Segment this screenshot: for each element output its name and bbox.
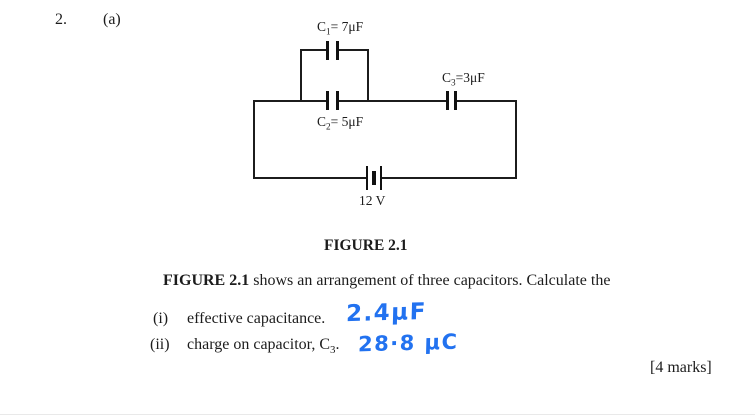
figure-caption: FIGURE 2.1 (324, 237, 408, 254)
item-i-handwritten-answer: 2.4μF (345, 298, 428, 328)
question-part-label: (a) (103, 11, 121, 28)
battery-plate-long-left (366, 166, 368, 190)
capacitor-c1-plate-right (336, 41, 339, 60)
intro-paragraph: FIGURE 2.1 shows an arrangement of three… (163, 272, 610, 290)
capacitor-c2-plate-left (326, 91, 329, 110)
capacitor-c3-plate-right (454, 91, 457, 110)
intro-text: shows an arrangement of three capacitors… (249, 272, 611, 289)
item-i-text: effective capacitance. (187, 310, 326, 327)
circuit-diagram: C1= 7μF C3=3μF C2= 5μF 12 V (253, 19, 517, 208)
capacitor-c2-label: C2= 5μF (317, 114, 364, 132)
wire-middle-1 (253, 100, 326, 102)
wire-bottom-right (382, 177, 517, 179)
item-ii-handwritten-answer: 28·8 μC (357, 329, 459, 357)
capacitor-c3-plate-left (446, 91, 449, 110)
capacitor-c1-plate-left (326, 41, 329, 60)
capacitor-c3-label: C3=3μF (442, 70, 485, 88)
capacitor-c2-plate-right (336, 91, 339, 110)
battery-plate-long-right (380, 166, 382, 190)
wire-bottom-left (253, 177, 366, 179)
wire-top-left (300, 49, 327, 51)
question-number: 2. (55, 11, 67, 28)
wire-branch-left (300, 49, 302, 102)
wire-middle-2 (339, 100, 446, 102)
item-ii-number: (ii) (150, 336, 170, 353)
battery-voltage-label: 12 V (359, 193, 386, 208)
wire-top-right (339, 49, 369, 51)
wire-left-side (253, 100, 255, 179)
item-ii-text: charge on capacitor, C3. (187, 336, 340, 357)
wire-branch-right (367, 49, 369, 102)
battery-plate-short-middle (372, 171, 376, 185)
wire-right-side (515, 100, 517, 179)
capacitor-c1-label: C1= 7μF (317, 19, 364, 37)
intro-figure-ref: FIGURE 2.1 (163, 272, 250, 289)
item-i-number: (i) (153, 310, 169, 327)
marks-label: [4 marks] (650, 359, 712, 376)
wire-middle-3 (457, 100, 517, 102)
